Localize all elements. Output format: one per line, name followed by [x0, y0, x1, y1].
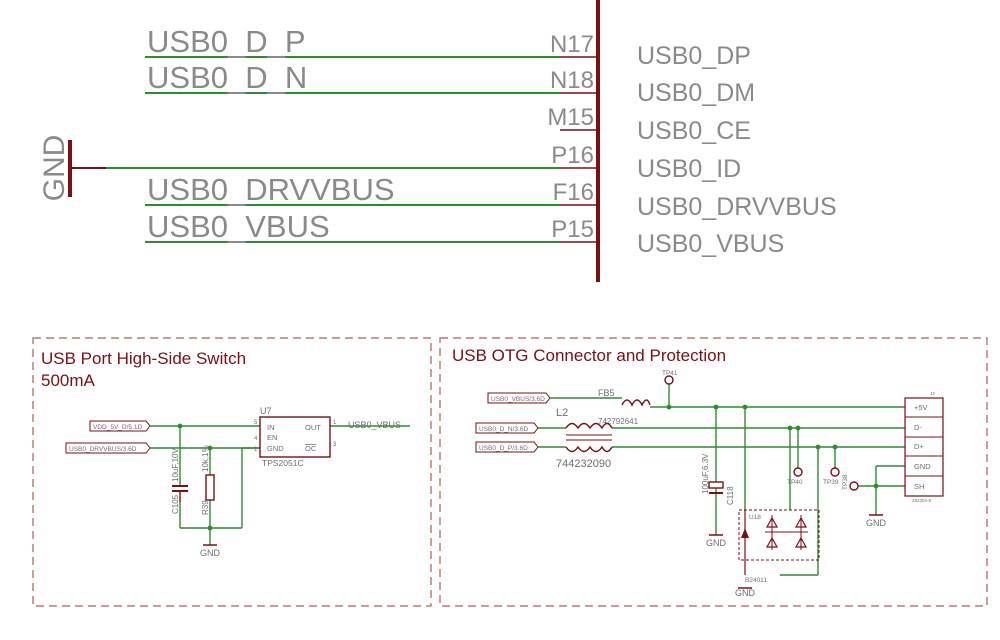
gnd-label-top: GND	[38, 135, 71, 202]
svg-text:TPS2051C: TPS2051C	[262, 458, 304, 468]
left-wires	[150, 425, 410, 545]
svg-text:SH: SH	[914, 482, 924, 491]
cap-ref-c105: C105	[171, 494, 180, 514]
svg-text:USB0_VBUS/3.6D: USB0_VBUS/3.6D	[491, 396, 545, 403]
svg-text:3: 3	[333, 442, 337, 448]
u18-ref: U18	[749, 514, 761, 521]
svg-text:292303-8: 292303-8	[912, 498, 932, 503]
choke-l2	[565, 422, 613, 453]
pin-number: P15	[551, 216, 594, 243]
fb5-ref: FB5	[598, 388, 615, 398]
top-pin-block: GND USB0_D_P USB0_D_N USB0_DRVVBUS USB0_…	[38, 0, 837, 282]
svg-text:GND: GND	[267, 444, 284, 453]
testpoint-tp38	[849, 481, 859, 491]
pin-number: F16	[553, 179, 594, 206]
port-drvvbus: USB0_DRVVBUS/3.6D	[65, 442, 151, 454]
gnd-label-conn: GND	[866, 518, 887, 528]
net-label-d-p: USB0_D_P	[147, 24, 306, 59]
fb5-part: 742792641	[598, 417, 639, 426]
tp40-label: TP40	[787, 479, 803, 486]
otg-connector-section: USB OTG Connector and Protection USB0_VB…	[439, 337, 988, 607]
capacitor-c105	[172, 485, 188, 502]
svg-text:5: 5	[254, 420, 258, 426]
port-vbus: USB0_VBUS/3.6D	[487, 392, 551, 404]
port-vdd: VDD_5V_D/5.1D	[89, 420, 151, 432]
pin-number: N17	[550, 31, 594, 58]
gnd-symbol-top: GND	[38, 135, 106, 202]
res-ref-r39: R39	[201, 500, 210, 515]
port-dn: USB0_D_N/3.6D	[475, 422, 539, 434]
c118-value: 100uF,6.3V	[701, 453, 710, 494]
u18-part: B24011	[745, 577, 767, 584]
pin-function: USB0_CE	[637, 117, 751, 145]
esd-array-u18	[738, 509, 820, 575]
gnd-label-left: GND	[200, 548, 221, 558]
testpoint-tp39	[830, 467, 840, 477]
svg-text:USB0_D_P/3.6D: USB0_D_P/3.6D	[479, 445, 528, 452]
net-label-d-n: USB0_D_N	[147, 60, 307, 95]
pin-function: USB0_DM	[637, 79, 755, 107]
tp41-label: TP41	[662, 370, 678, 377]
pin-function: USB0_DP	[637, 42, 751, 70]
pin-number: N18	[550, 67, 594, 94]
testpoint-tp40	[793, 467, 803, 477]
gnd-label-c118: GND	[706, 538, 727, 548]
svg-text:USB0_D_N/3.6D: USB0_D_N/3.6D	[479, 426, 528, 433]
net-wires	[106, 56, 560, 243]
high-side-switch-section: USB Port High-Side Switch 500mA VDD_5V_D…	[32, 337, 432, 607]
svg-text:1: 1	[333, 420, 337, 426]
pin-number: M15	[547, 104, 594, 131]
svg-text:IN: IN	[267, 423, 275, 432]
res-value-r39: 10k,1%	[201, 445, 210, 472]
section-title-left: USB Port High-Side Switch	[41, 349, 246, 368]
out-net-label: USB0_VBUS	[348, 420, 401, 430]
c118-ref: C118	[726, 486, 735, 505]
svg-text:+5V: +5V	[914, 403, 928, 412]
svg-text:OC: OC	[305, 444, 317, 453]
usb-connector-j3: +5V D- D+ GND SH J3 292303-8	[904, 391, 944, 503]
svg-text:GND: GND	[914, 462, 931, 471]
ferrite-fb5	[621, 399, 651, 407]
net-label-drvvbus: USB0_DRVVBUS	[147, 172, 395, 207]
pin-function: USB0_DRVVBUS	[637, 193, 837, 221]
pin-function: USB0_VBUS	[637, 230, 784, 258]
svg-text:EN: EN	[267, 433, 277, 442]
testpoint-tp41	[664, 375, 674, 385]
pin-number: P16	[551, 142, 594, 169]
section-frame-left	[32, 337, 432, 607]
section-frame-right	[439, 337, 988, 607]
net-label-vbus: USB0_VBUS	[147, 209, 330, 244]
tp39-label: TP39	[823, 479, 839, 486]
pin-function: USB0_ID	[637, 155, 741, 183]
resistor-r39	[205, 474, 215, 501]
choke-ref: L2	[556, 407, 568, 419]
pin-stubs	[560, 56, 598, 243]
svg-text:D-: D-	[914, 423, 922, 432]
section-title-right: USB OTG Connector and Protection	[452, 346, 726, 365]
svg-text:2: 2	[254, 447, 258, 453]
tp38-label: TP38	[842, 474, 849, 490]
section-subtitle-left: 500mA	[41, 371, 96, 390]
svg-text:4: 4	[254, 436, 258, 442]
ic-u7: U7 TPS2051C IN EN GND OUT OC 5 4 2 1 3	[254, 406, 337, 468]
svg-text:D+: D+	[914, 442, 924, 451]
svg-text:USB0_DRVVBUS/3.6D: USB0_DRVVBUS/3.6D	[69, 446, 137, 453]
svg-text:U7: U7	[260, 406, 272, 416]
cap-value-c105: 10uF,10V	[171, 448, 180, 482]
right-wires	[538, 384, 905, 576]
svg-text:VDD_5V_D/5.1D: VDD_5V_D/5.1D	[93, 424, 142, 431]
capacitor-c118	[708, 481, 724, 494]
port-dp: USB0_D_P/3.6D	[475, 441, 539, 453]
gnd-label-esd: GND	[735, 588, 756, 598]
svg-text:J3: J3	[930, 391, 935, 396]
svg-text:OUT: OUT	[305, 423, 321, 432]
choke-part: 744232090	[556, 458, 611, 470]
